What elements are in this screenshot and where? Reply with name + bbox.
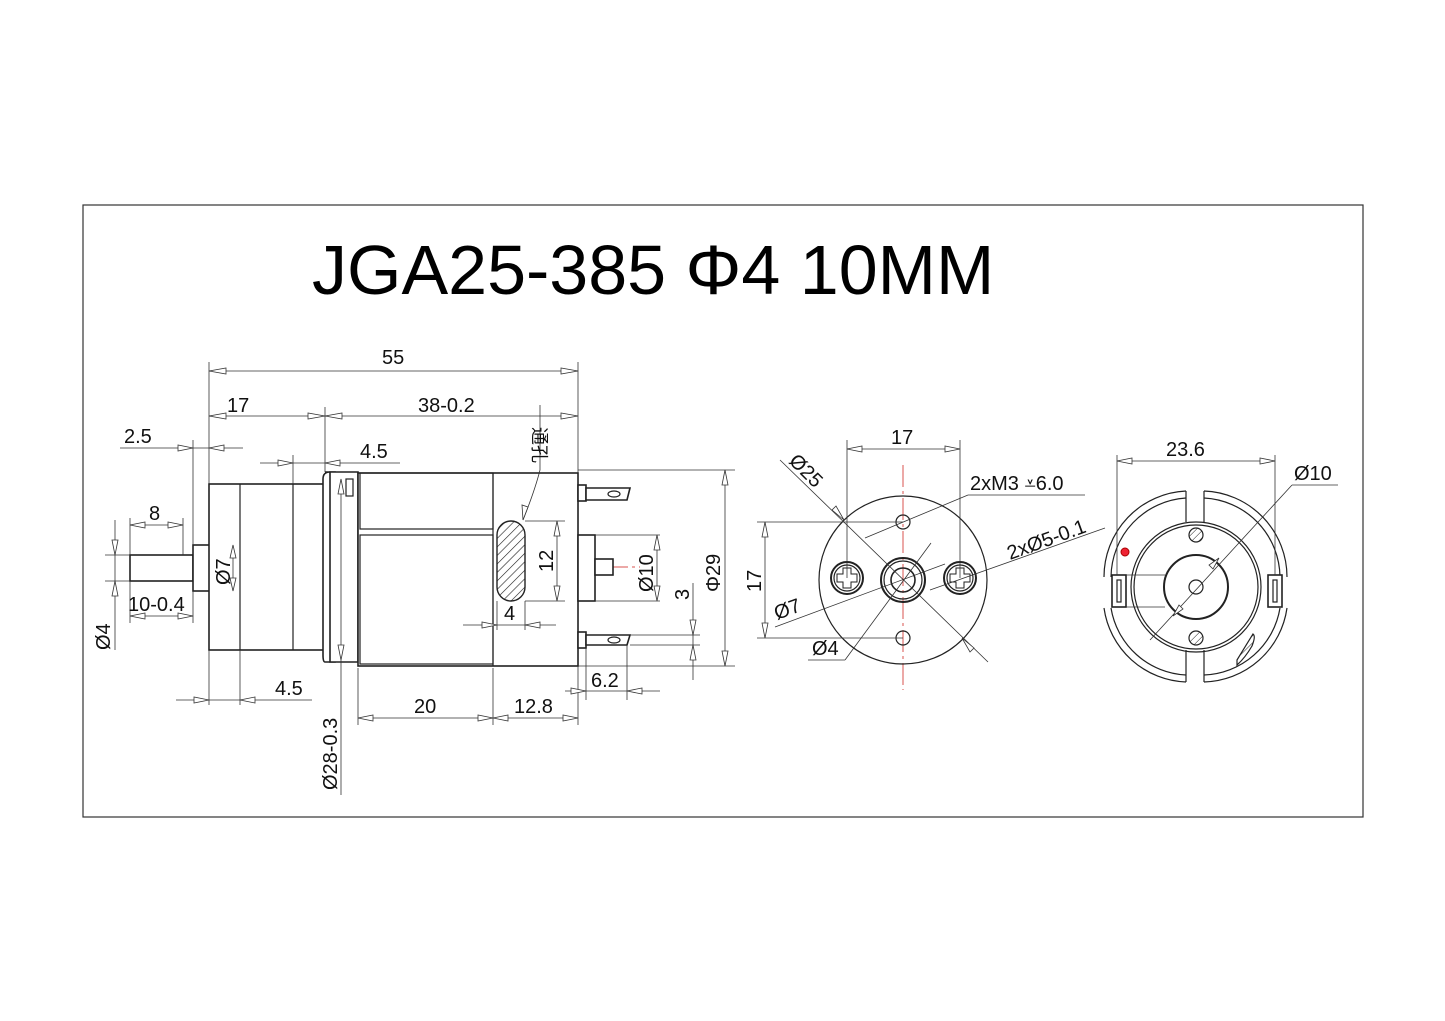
dim-shaft-diameter: Ø4: [93, 623, 115, 650]
rear-terminal-left: [1111, 574, 1127, 608]
dim-motor-end: 12.8: [514, 696, 553, 718]
dim-vent-height: 12: [536, 550, 558, 572]
rear-view: 23.6 Ø10: [1103, 439, 1338, 683]
polarity-marker: [1120, 547, 1130, 557]
label-mount-thread: 2xM3 ⩡6.0: [970, 473, 1064, 495]
dim-terminal-length: 6.2: [591, 670, 619, 692]
label-screw-head: 2xØ5-0.1: [1004, 516, 1089, 565]
dim-bushing-diameter: Ø10: [636, 554, 658, 592]
dim-front-shaft-diameter: Ø4: [812, 638, 839, 660]
dim-motor-diameter: Ø28-0.3: [320, 718, 342, 790]
dim-motor-can: 20: [414, 696, 436, 718]
dim-motor-length: 38-0.2: [418, 395, 475, 417]
vent-label: 通孔: [528, 427, 549, 463]
dim-gearbox-length: 17: [227, 395, 249, 417]
dim-gear-ring: 4.5: [275, 678, 303, 700]
dim-shaft-length: 10-0.4: [128, 594, 185, 616]
dim-overall-length: 55: [382, 347, 404, 369]
side-view: 55 17 38-0.2 2.5 4.5 8 10-: [93, 347, 735, 795]
vent-slot: [496, 520, 526, 602]
terminal-bottom: [577, 631, 632, 649]
drawing-title: JGA25-385 Φ4 10MM: [312, 231, 994, 309]
dim-hole-spacing-v: 17: [744, 570, 766, 592]
drawing-border: [82, 204, 1364, 818]
dim-rear-bushing-diameter: Ø10: [1294, 463, 1332, 485]
dim-flange-offset: 4.5: [360, 441, 388, 463]
dim-body-diameter: Φ29: [703, 554, 725, 592]
front-view: 17 17 Ø25 2xM3 ⩡6.0 2xØ5-0.1 Ø7 Ø4: [744, 427, 1106, 690]
dim-terminal-span: 23.6: [1166, 439, 1205, 461]
dim-shaft-step: 2.5: [124, 426, 152, 448]
dim-shaft-flat: 8: [149, 503, 160, 525]
dim-front-hub-diameter: Ø7: [771, 595, 804, 625]
flange-circle: [818, 495, 988, 665]
dim-vent-width: 4: [504, 603, 515, 625]
terminal-top: [577, 484, 632, 502]
dim-terminal-offset: 3: [672, 589, 694, 600]
motor-can: [357, 472, 579, 667]
dim-flange-diameter: Ø25: [784, 450, 826, 492]
dim-hub-diameter: Ø7: [213, 558, 235, 585]
output-shaft: [129, 554, 194, 582]
dim-hole-spacing-h: 17: [891, 427, 913, 449]
